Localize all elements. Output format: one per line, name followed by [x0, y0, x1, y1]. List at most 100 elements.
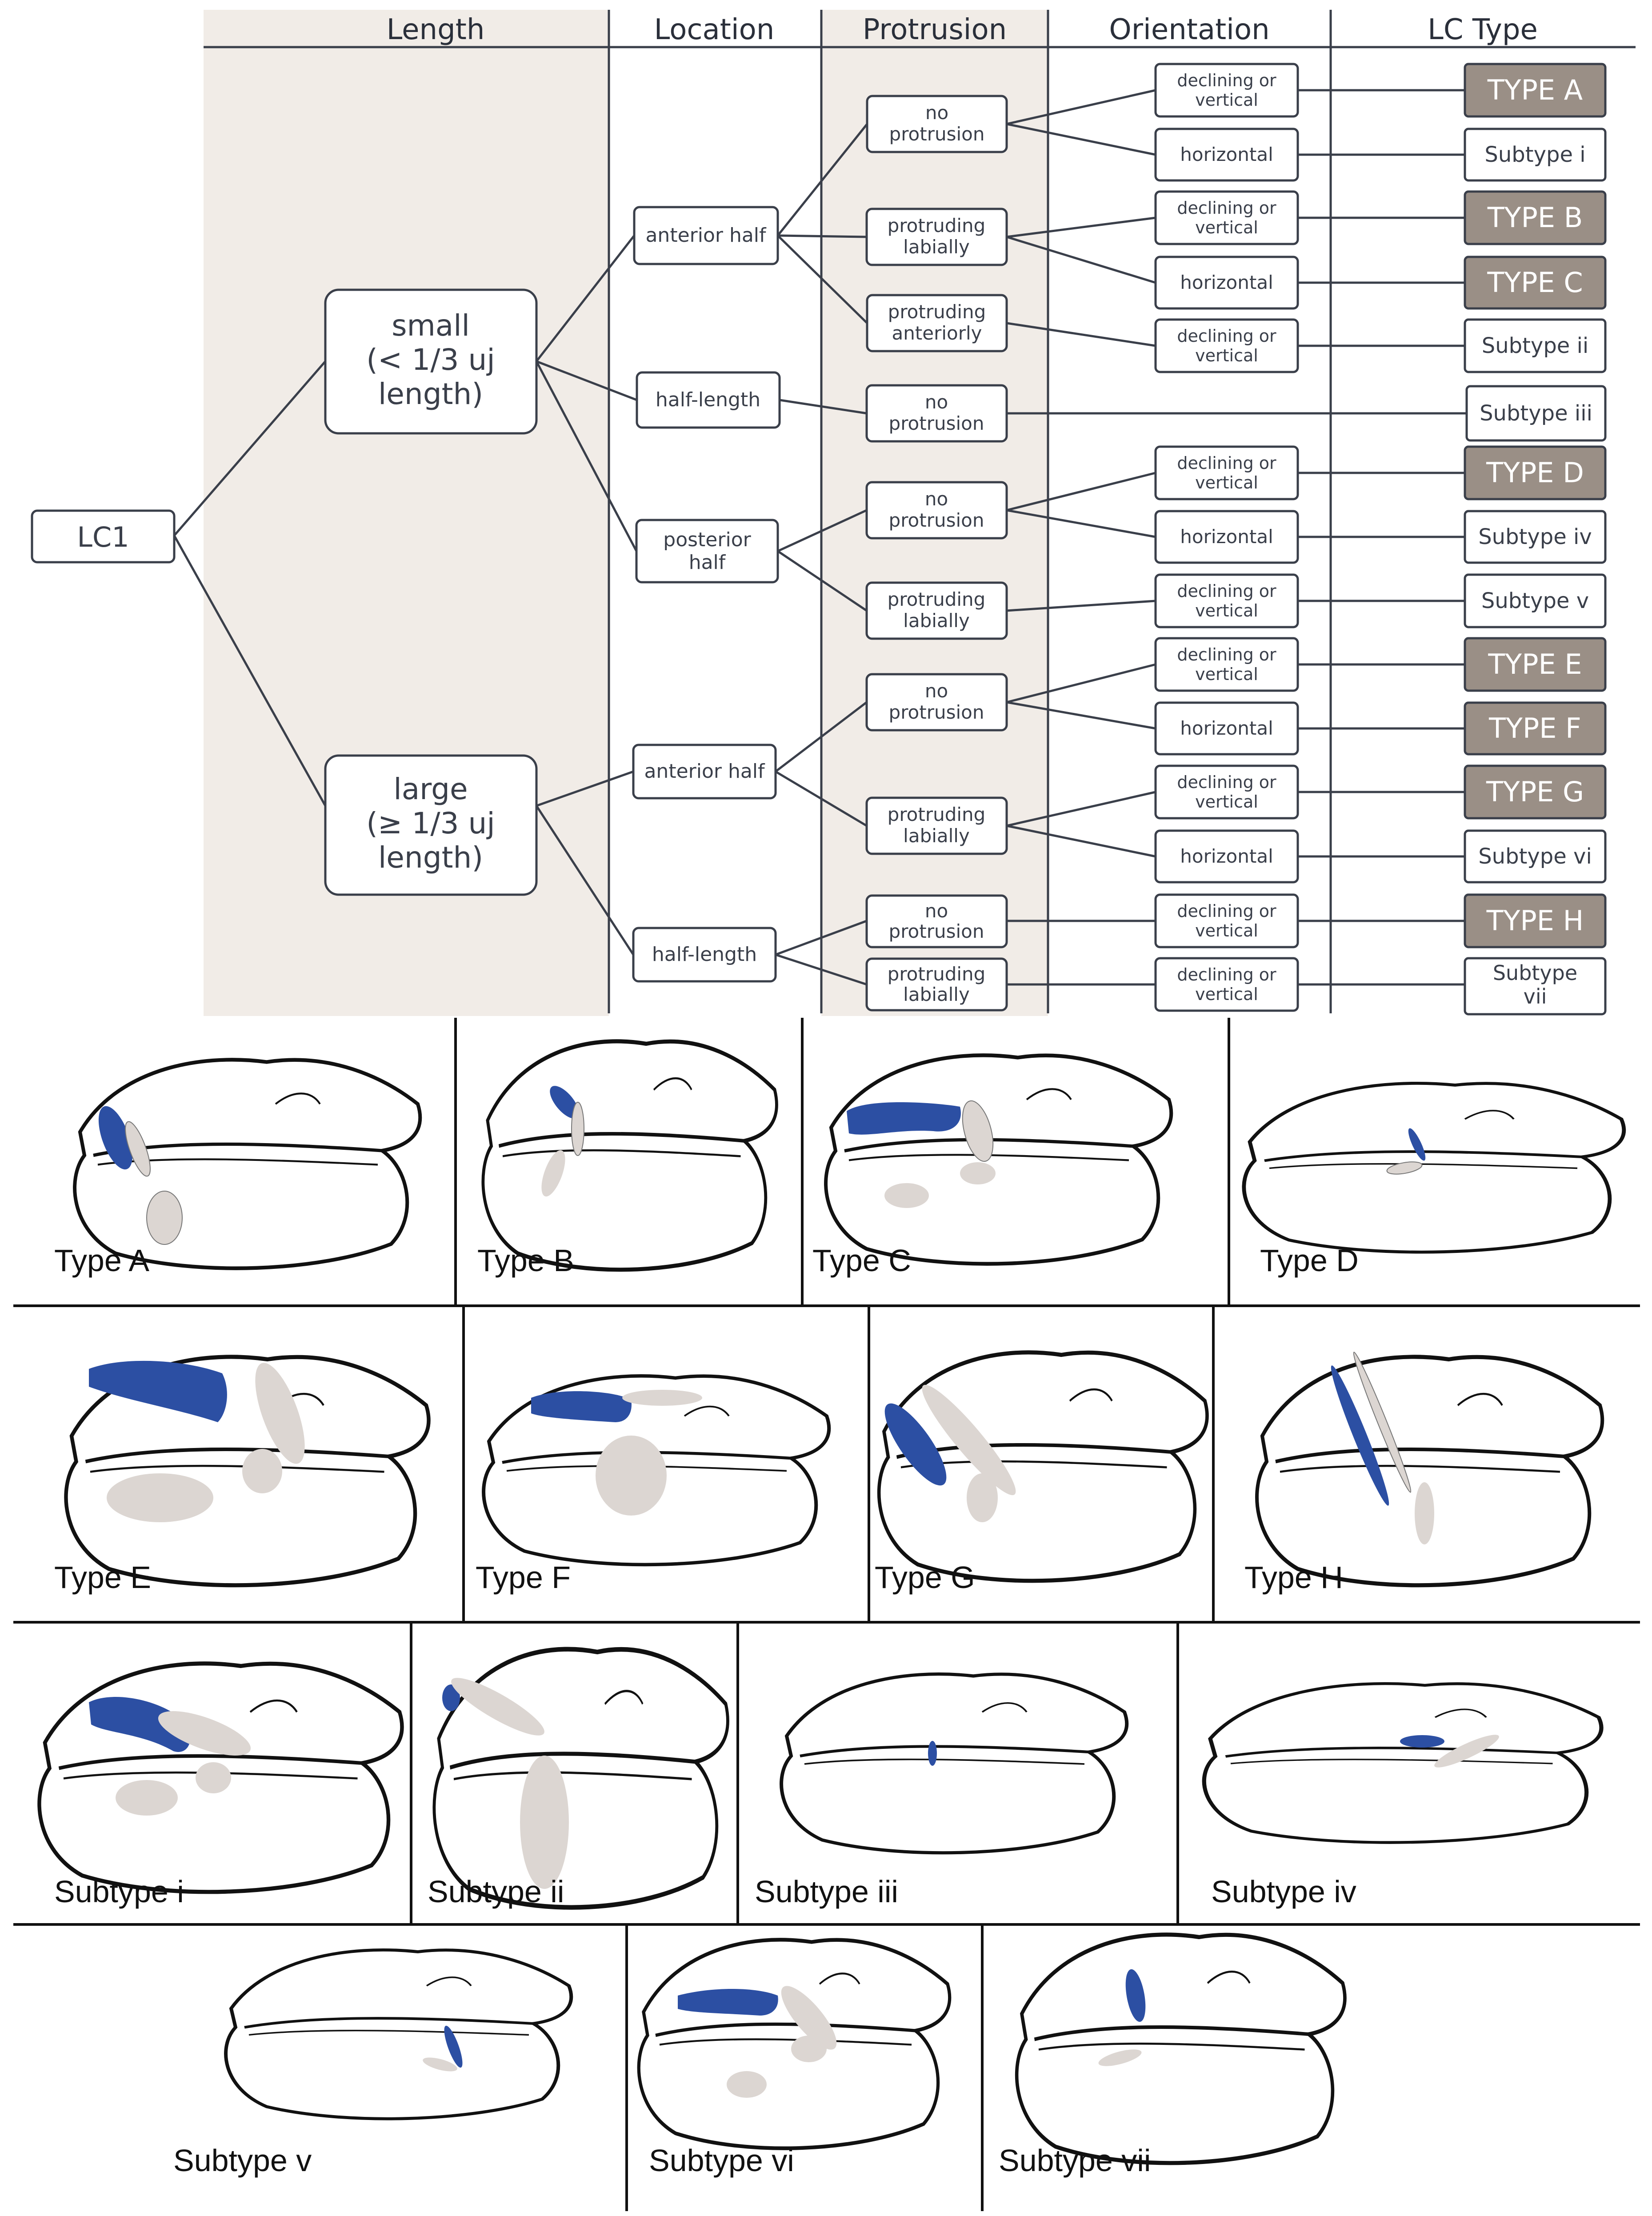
lc-subtype-iii: Subtype iii — [1465, 385, 1607, 442]
label: anterior half — [644, 760, 765, 783]
label: Subtype v — [1481, 588, 1589, 613]
label-line-2: vertical — [1195, 601, 1258, 620]
lc-type-e: TYPE E — [1464, 637, 1607, 692]
header-orientation: Orientation — [1109, 13, 1269, 46]
bone-shape — [107, 1473, 213, 1522]
lc-highlight-icon — [678, 1989, 778, 2016]
label-line-1: no — [925, 488, 948, 510]
bone-shape — [116, 1780, 178, 1816]
node-protrusion-2: protruding labially — [865, 208, 1008, 266]
caption-subtype-vii: Subtype vii — [999, 2143, 1151, 2178]
label: TYPE D — [1486, 456, 1584, 489]
node-lc1: LC1 — [31, 509, 176, 564]
lc-highlight-icon — [884, 1403, 947, 1486]
label-line-1: declining or — [1177, 581, 1276, 601]
lc-subtype-i: Subtype i — [1464, 128, 1607, 182]
node-protrusion-6: protruding labially — [865, 581, 1008, 640]
panel-subtype-ii: Subtype ii — [428, 1649, 728, 1909]
bone-shape — [255, 1363, 305, 1464]
label-line-2: labially — [903, 825, 970, 847]
label-line-1: declining or — [1177, 326, 1276, 346]
label-line-2: vertical — [1195, 346, 1258, 365]
node-location-half-length-large: half-length — [632, 927, 777, 983]
small-line-3: length) — [378, 377, 483, 411]
caption-subtype-vi: Subtype vi — [649, 2143, 794, 2178]
label-line-2: vii — [1524, 984, 1547, 1008]
node-protrusion-10: protruding labially — [865, 957, 1008, 1012]
panel-type-d: Type D — [1244, 1083, 1624, 1278]
bone-shape — [960, 1162, 996, 1184]
lc-subtype-v: Subtype v — [1464, 573, 1607, 628]
large-line-3: length) — [378, 840, 483, 875]
panel-subtype-vii: Subtype vii — [999, 1935, 1345, 2178]
bone-shape — [962, 1100, 994, 1162]
caption-subtype-iv: Subtype iv — [1211, 1874, 1356, 1909]
caption-type-h: Type H — [1244, 1560, 1343, 1595]
small-line-2: (< 1/3 uj — [366, 343, 495, 377]
node-location-posterior-half: posterior half — [635, 519, 779, 584]
node-protrusion-7: no protrusion — [865, 673, 1008, 732]
label-line-2: vertical — [1195, 792, 1258, 812]
mandible-sketch-icon — [1257, 1357, 1602, 1585]
bone-shape — [158, 1711, 251, 1756]
panel-type-a: Type A — [54, 1060, 420, 1278]
node-length-small: small (< 1/3 uj length) — [324, 288, 538, 435]
label-line-2: protrusion — [889, 701, 984, 723]
lc-highlight-icon — [1125, 1969, 1146, 2022]
lc-highlight-icon — [1408, 1128, 1426, 1161]
mandible-sketch-icon — [1204, 1684, 1601, 1843]
lc-highlight-icon — [531, 1391, 632, 1422]
panel-subtype-iv: Subtype iv — [1204, 1684, 1601, 1909]
label: half-length — [656, 388, 760, 411]
label-line-2: vertical — [1195, 921, 1258, 940]
node-protrusion-8: protruding labially — [865, 796, 1008, 855]
lc-highlight-icon — [847, 1102, 961, 1135]
lc-highlight-icon — [1400, 1735, 1444, 1748]
caption-type-b: Type B — [477, 1243, 574, 1278]
label-line-1: protruding — [888, 301, 986, 323]
caption-type-g: Type G — [875, 1560, 975, 1595]
bone-shape — [242, 1449, 282, 1493]
bone-shape — [146, 1191, 183, 1245]
label: TYPE C — [1487, 266, 1583, 299]
lc-type-b: TYPE B — [1464, 190, 1607, 245]
node-protrusion-9: no protrusion — [865, 894, 1008, 948]
bone-shape — [541, 1150, 565, 1197]
label-line-2: vertical — [1195, 218, 1258, 237]
caption-type-d: Type D — [1260, 1243, 1359, 1278]
lc-type-h: TYPE H — [1464, 893, 1607, 948]
lc-subtype-ii: Subtype ii — [1464, 318, 1607, 373]
panel-type-h: Type H — [1244, 1352, 1602, 1595]
node-orientation-10: horizontal — [1154, 701, 1299, 756]
lc-highlight-icon — [550, 1086, 579, 1119]
label-line-2: protrusion — [889, 412, 984, 434]
label-line-1: no — [925, 900, 948, 922]
bone-shape — [520, 1756, 569, 1889]
small-line-1: small — [392, 308, 470, 343]
label: horizontal — [1180, 845, 1273, 867]
node-location-anterior-half-large: anterior half — [632, 744, 777, 800]
caption-subtype-iii: Subtype iii — [755, 1874, 898, 1909]
label-line-1: declining or — [1177, 453, 1276, 473]
label: Subtype iii — [1480, 401, 1592, 426]
label-line-1: declining or — [1177, 645, 1276, 664]
header-lc-type: LC Type — [1428, 13, 1538, 46]
label-line-1: declining or — [1177, 772, 1276, 792]
lc-highlight-icon — [1331, 1365, 1389, 1506]
node-protrusion-1: no protrusion — [866, 95, 1008, 153]
label-line-2: vertical — [1195, 473, 1258, 492]
mandible-sketch-icon — [781, 1674, 1127, 1853]
node-location-anterior-half-small: anterior half — [633, 206, 779, 265]
caption-subtype-i: Subtype i — [54, 1874, 184, 1909]
bone-shape — [1098, 2049, 1142, 2066]
bone-shape — [196, 1762, 231, 1793]
label-line-1: no — [925, 102, 948, 124]
label: horizontal — [1180, 144, 1273, 165]
label-line-2: vertical — [1195, 90, 1258, 110]
node-protrusion-4: no protrusion — [865, 384, 1008, 443]
